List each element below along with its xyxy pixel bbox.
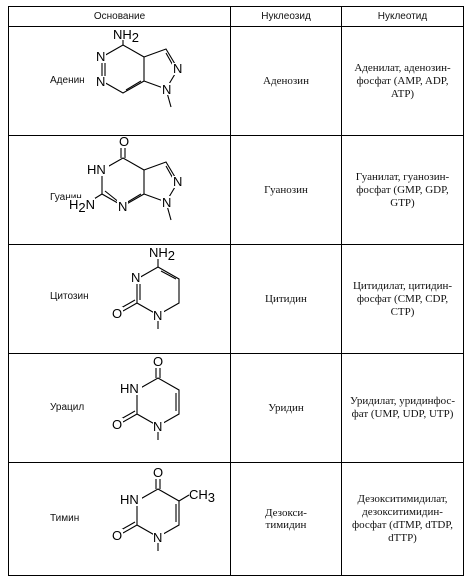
atom-o-guanine: O xyxy=(119,134,129,149)
header-nucleoside: Нуклеозид xyxy=(230,6,342,27)
base-cell-uracil: Урацил O HN N O xyxy=(8,353,231,463)
atom-n3-guanine: N xyxy=(118,199,127,214)
base-cell-guanine: Гуанин O HN N xyxy=(8,134,231,245)
nucleoside-adenosine: Аденозин xyxy=(230,26,342,136)
table-row-guanine: Гуанин O HN N xyxy=(8,134,464,245)
atom-hn-guanine: HN xyxy=(87,162,106,177)
atom-hn-uracil: HN xyxy=(120,381,139,396)
nucleoside-guanosine: Гуанозин xyxy=(230,135,342,245)
atom-n3-cytosine: N xyxy=(131,270,140,285)
header-nucleotide: Нуклеотид xyxy=(341,6,464,27)
guanine-structure: O HN N N N H2N xyxy=(69,134,183,221)
atom-methyl-thymine: CH3 xyxy=(189,487,215,505)
header-row: Основание Нуклеозид Нуклеотид xyxy=(8,6,464,27)
atom-hn-thymine: HN xyxy=(120,492,139,507)
table-row-adenine: Аденин NH2 N N N xyxy=(8,26,464,136)
base-label-uracil: Урацил xyxy=(50,402,85,413)
thymine-structure: O HN N O CH3 xyxy=(111,465,215,551)
atom-n1-uracil: N xyxy=(153,419,162,434)
atom-n9-guanine: N xyxy=(162,195,171,210)
nucleotide-uridylate: Уридилат, уридинфос- фат (UMP, UDP, UTP) xyxy=(341,353,464,463)
atom-amino-cytosine: NH2 xyxy=(149,245,175,263)
nucleotide-deoxythymidylate: Дезокситимидилат, дезокситимидин- фосфат… xyxy=(341,462,464,576)
atom-o4-thymine: O xyxy=(153,465,163,480)
atom-n1-thymine: N xyxy=(153,530,162,545)
atom-n1-cytosine: N xyxy=(153,308,162,323)
base-label-guanine: Гуанин xyxy=(50,192,82,203)
ring6-adenine xyxy=(101,44,145,94)
atom-n1-adenine: N xyxy=(96,49,105,64)
nucleoside-uridine: Уридин xyxy=(230,353,342,463)
base-label-thymine: Тимин xyxy=(50,513,80,524)
table-row-cytosine: Цитозин NH2 N N O xyxy=(8,244,464,354)
adenine-structure: NH2 N N N N xyxy=(95,27,183,108)
cytosine-structure: NH2 N N O xyxy=(111,245,180,329)
nucleoside-deoxythymidine: Дезокси- тимидин xyxy=(230,462,342,576)
atom-n9-adenine: N xyxy=(162,82,171,97)
nucleotide-adenylate: Аденилат, аденозин- фосфат (AMP, ADP, AT… xyxy=(341,26,464,136)
atom-n7-adenine: N xyxy=(173,61,182,76)
base-label-adenine: Аденин xyxy=(50,75,85,86)
atom-amino-adenine: NH2 xyxy=(113,27,139,45)
atom-o4-uracil: O xyxy=(153,354,163,369)
atom-o-cytosine: O xyxy=(112,306,122,321)
header-base: Основание xyxy=(8,6,231,27)
atom-o2-uracil: O xyxy=(112,417,122,432)
base-cell-thymine: Тимин O HN N O xyxy=(8,462,231,576)
base-cell-adenine: Аденин NH2 N N N xyxy=(8,26,231,136)
atom-n3-adenine: N xyxy=(96,74,105,89)
nucleotide-guanylate: Гуанилат, гуанозин- фосфат (GMP, GDP, GT… xyxy=(341,135,464,245)
atom-n7-guanine: N xyxy=(173,174,182,189)
table-row-uracil: Урацил O HN N O xyxy=(8,353,464,463)
nucleobase-table: Основание Нуклеозид Нуклеотид Аденин NH2 xyxy=(8,6,464,576)
nucleotide-cytidylate: Цитидилат, цитидин- фосфат (CMP, CDP, CT… xyxy=(341,244,464,354)
atom-o2-thymine: O xyxy=(112,528,122,543)
table-row-thymine: Тимин O HN N O xyxy=(8,462,464,576)
base-label-cytosine: Цитозин xyxy=(50,291,89,302)
nucleoside-cytidine: Цитидин xyxy=(230,244,342,354)
atom-amino-guanine: H2N xyxy=(69,197,95,215)
uracil-structure: O HN N O xyxy=(111,354,180,440)
base-cell-cytosine: Цитозин NH2 N N O xyxy=(8,244,231,354)
